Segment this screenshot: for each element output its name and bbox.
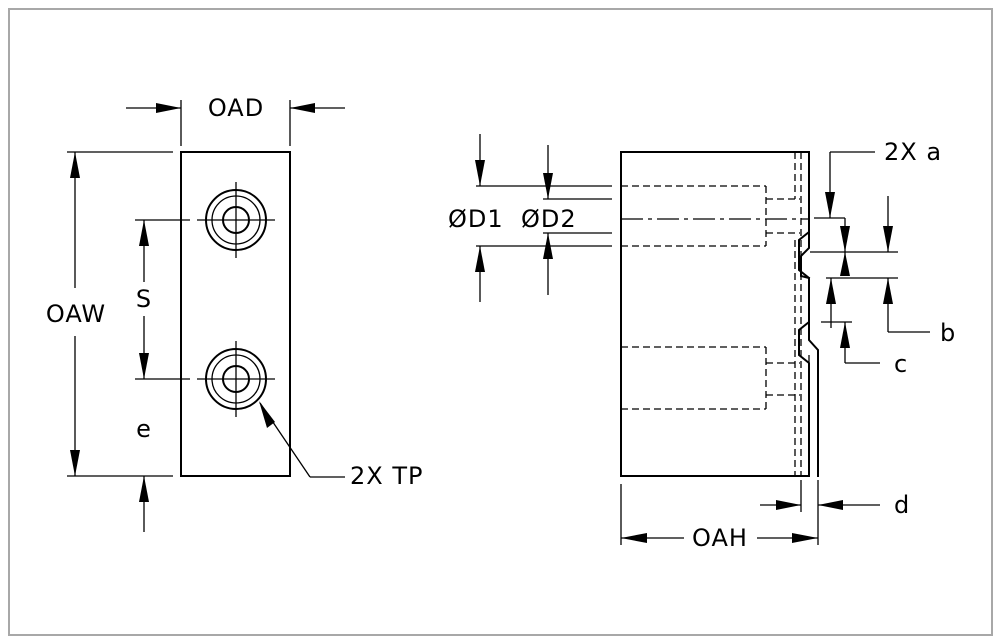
e-label: e <box>136 415 152 443</box>
hidden-upper-bore <box>621 152 808 247</box>
b-label: b <box>940 319 956 347</box>
dim-b <box>826 196 930 333</box>
oad-label: OAD <box>208 94 264 122</box>
c-label: c <box>894 350 908 378</box>
oah-label: OAH <box>692 524 748 552</box>
dim-c <box>821 321 880 364</box>
dim-oaw <box>67 151 173 477</box>
d-label: d <box>894 491 910 519</box>
d2-label: ØD2 <box>521 205 577 233</box>
dim-e <box>139 476 149 532</box>
d1-label: ØD1 <box>448 205 504 233</box>
dim-oah <box>620 484 819 545</box>
hole-bottom <box>197 341 275 417</box>
hidden-flange <box>794 152 810 476</box>
hidden-lower-bore <box>621 346 800 410</box>
s-label: S <box>136 285 152 313</box>
dim-d2 <box>543 145 612 295</box>
front-view: OAD OAW S e <box>46 94 423 532</box>
dim-s <box>135 219 190 380</box>
dim-a <box>810 151 898 276</box>
block-outline-front <box>180 151 291 477</box>
dim-d1 <box>475 134 612 302</box>
dim-d <box>760 480 880 512</box>
a-label: 2X a <box>884 138 942 166</box>
hole-top <box>197 182 275 258</box>
side-view: ØD1 ØD2 2X a <box>448 134 956 552</box>
dim-oad <box>126 100 345 146</box>
leader-tp <box>259 401 345 478</box>
oaw-label: OAW <box>46 300 106 328</box>
tp-label: 2X TP <box>350 462 423 490</box>
